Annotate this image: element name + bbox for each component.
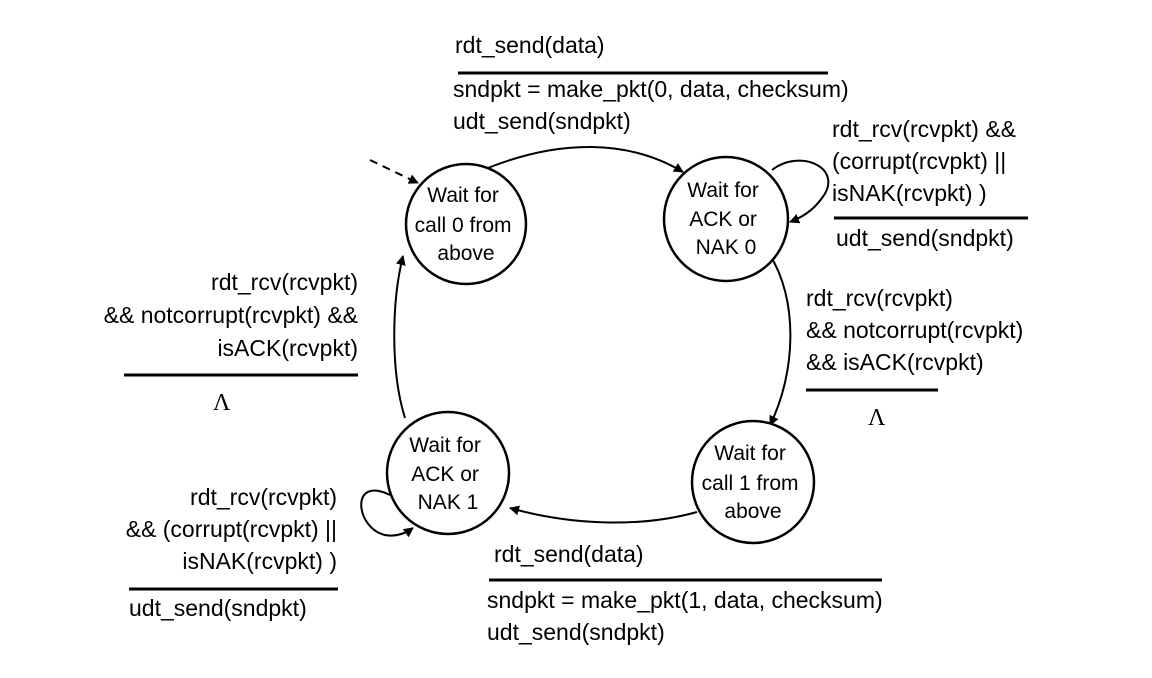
svg-text:Wait for ACK or NA: Wait for ACK or NAK 0 xyxy=(687,179,764,259)
action-text: udt_send(sndpkt) xyxy=(129,595,307,621)
action-text: udt_send(sndpkt) xyxy=(836,225,1014,251)
state-wait-ack-nak-0: Wait for ACK or NAK 0 xyxy=(662,155,790,283)
event-text: && notcorrupt(rcvpkt) xyxy=(806,317,1023,343)
transition-label-s3-s0: rdt_rcv(rcvpkt) && notcorrupt(rcvpkt) &&… xyxy=(104,269,358,416)
lambda-symbol: Λ xyxy=(868,405,886,431)
svg-text:Wait for call 1 from: Wait for call 1 from above xyxy=(702,442,805,523)
state-label-line: ACK or xyxy=(689,208,757,231)
lambda-symbol: Λ xyxy=(213,390,231,416)
svg-text:Wait for ACK or NA: Wait for ACK or NAK 1 xyxy=(409,434,486,514)
event-text: && (corrupt(rcvpkt) || xyxy=(126,516,337,542)
event-text: rdt_rcv(rcvpkt) xyxy=(190,484,337,510)
edge-s1-self-loop xyxy=(771,159,830,224)
edge-s3-self-loop xyxy=(360,489,414,538)
action-text: sndpkt = make_pkt(1, data, checksum) xyxy=(487,587,883,613)
event-text: && notcorrupt(rcvpkt) && xyxy=(104,302,358,328)
svg-text:Wait for call 0 from: Wait for call 0 from above xyxy=(415,184,518,265)
state-label-line: NAK 1 xyxy=(418,491,479,514)
transition-label-s1-self: rdt_rcv(rcvpkt) && (corrupt(rcvpkt) || i… xyxy=(832,116,1028,251)
state-label-line: Wait for xyxy=(427,184,499,207)
state-label-line: above xyxy=(724,500,781,523)
event-text: rdt_rcv(rcvpkt) && xyxy=(832,116,1016,142)
event-text: (corrupt(rcvpkt) || xyxy=(832,148,1006,174)
state-wait-call-0: Wait for call 0 from above xyxy=(404,162,528,286)
state-label-line: above xyxy=(437,242,494,265)
action-text: udt_send(sndpkt) xyxy=(487,619,665,645)
event-text: isACK(rcvpkt) xyxy=(217,335,358,361)
edge-s2-to-s3 xyxy=(509,505,698,524)
state-label-line: Wait for xyxy=(687,179,759,202)
transition-label-s0-s1: rdt_send(data) sndpkt = make_pkt(0, data… xyxy=(453,32,849,134)
event-text: rdt_rcv(rcvpkt) xyxy=(211,269,358,295)
state-label-line: call 0 from xyxy=(415,214,512,237)
state-label-line: Wait for xyxy=(714,442,786,465)
edge-s0-to-s1 xyxy=(482,146,684,173)
event-text: isNAK(rcvpkt) ) xyxy=(832,180,987,206)
state-label-line: Wait for xyxy=(409,434,481,457)
edge-s3-to-s0 xyxy=(393,255,406,419)
event-text: rdt_rcv(rcvpkt) xyxy=(806,285,953,311)
event-text: rdt_send(data) xyxy=(494,541,644,567)
edge-s1-to-s2 xyxy=(767,251,792,426)
transition-label-s2-s3: rdt_send(data) sndpkt = make_pkt(1, data… xyxy=(487,541,883,645)
state-wait-call-1: Wait for call 1 from above xyxy=(690,419,816,545)
event-text: rdt_send(data) xyxy=(455,32,605,58)
event-text: && isACK(rcvpkt) xyxy=(806,349,984,375)
action-text: udt_send(sndpkt) xyxy=(453,108,631,134)
state-wait-ack-nak-1: Wait for ACK or NAK 1 xyxy=(385,410,511,536)
transition-label-s3-self: rdt_rcv(rcvpkt) && (corrupt(rcvpkt) || i… xyxy=(126,484,338,621)
transition-label-s1-s2: rdt_rcv(rcvpkt) && notcorrupt(rcvpkt) &&… xyxy=(806,285,1023,431)
state-label-line: NAK 0 xyxy=(696,236,757,259)
action-text: sndpkt = make_pkt(0, data, checksum) xyxy=(453,76,849,102)
initial-arrow xyxy=(369,159,419,184)
state-label-line: call 1 from xyxy=(702,472,799,495)
event-text: isNAK(rcvpkt) ) xyxy=(182,548,337,574)
state-label-line: ACK or xyxy=(411,463,479,486)
